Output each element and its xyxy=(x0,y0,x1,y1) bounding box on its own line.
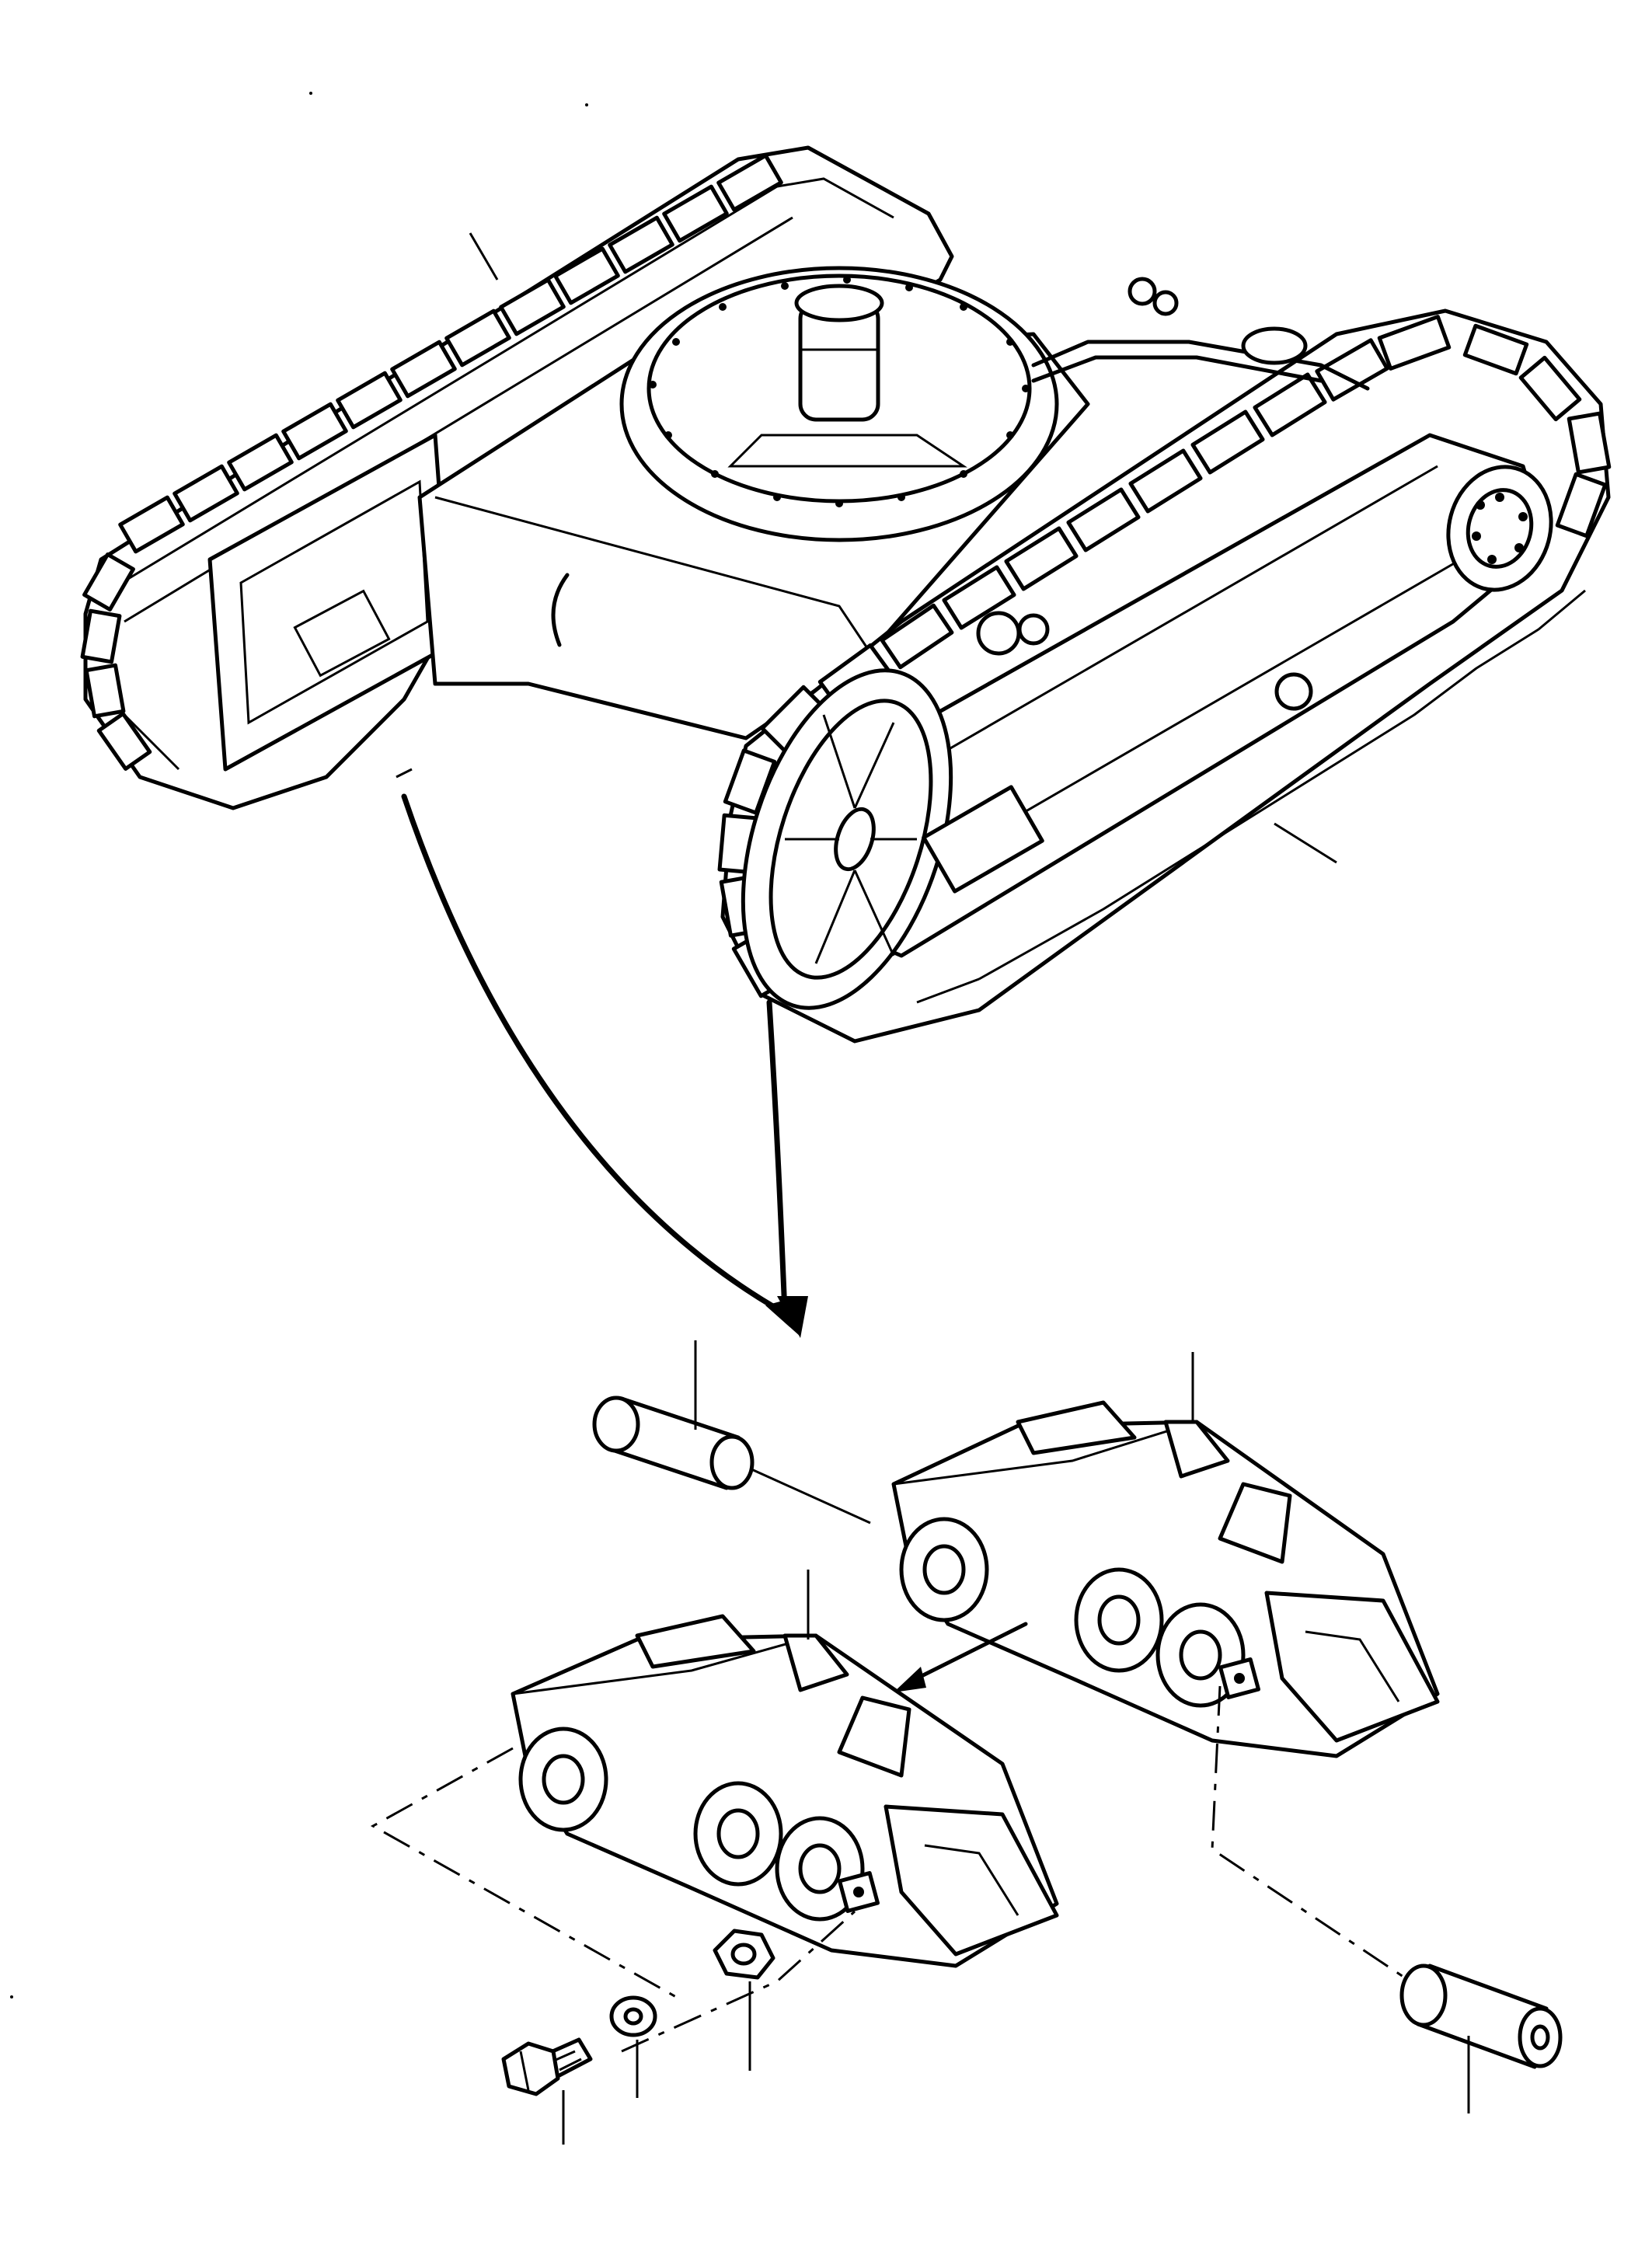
track-pin xyxy=(592,1340,755,1490)
assembly-direction-arrow xyxy=(894,1622,1028,1692)
bolt xyxy=(501,2037,593,2145)
pin-insertion-line xyxy=(749,1467,871,1524)
scan-marks xyxy=(10,92,588,1998)
left-track-shoes xyxy=(80,153,783,771)
center-swivel-joint xyxy=(727,284,967,468)
leader-track-chain xyxy=(1274,822,1337,864)
exploded-chain-detail xyxy=(370,1340,1563,2145)
track-rollers xyxy=(976,611,1313,711)
right-track xyxy=(717,277,1612,1044)
track-link-upper xyxy=(891,1352,1440,1758)
swing-circle-bolts xyxy=(649,276,1030,507)
detail-callout-arrows xyxy=(401,793,808,1338)
hydraulic-hoses xyxy=(1031,277,1370,391)
undercarriage-assembly xyxy=(80,145,1612,1044)
nut xyxy=(713,1929,775,2071)
leader-track-frame xyxy=(469,232,499,281)
leader-chain-end xyxy=(396,768,413,779)
track-link-lower xyxy=(511,1570,1059,1968)
assembly-centerlines xyxy=(370,1685,1423,2053)
front-idler xyxy=(741,668,953,1010)
bottom-track-links xyxy=(916,589,1586,1004)
track-bushing xyxy=(1399,1964,1563,2113)
car-body xyxy=(417,266,1090,740)
washer xyxy=(609,1995,657,2098)
drive-sprocket xyxy=(1446,465,1553,592)
